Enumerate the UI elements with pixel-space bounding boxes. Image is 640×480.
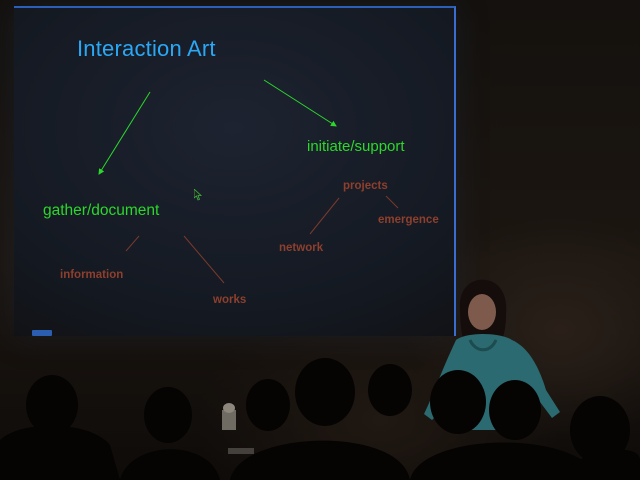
projection-screen: Interaction Art initiate/support gather/… [14,6,456,336]
arrow-to-gather [98,91,151,175]
leaf-projects: projects [343,180,388,192]
podium-lamp [222,403,236,430]
slide-nav-icon [32,330,52,336]
mouse-pointer-icon [194,189,202,201]
leaf-emergence: emergence [378,214,439,226]
leaf-information: information [60,269,124,281]
speaker-face [468,294,496,330]
leaf-works: works [213,294,247,306]
branch-gather-document: gather/document [43,202,160,219]
table-paper [228,448,254,454]
link-information [125,235,140,252]
branch-initiate-support: initiate/support [307,138,405,155]
slide-arrows [98,79,399,284]
link-works [183,235,225,284]
arrow-to-initiate [263,79,337,127]
link-network [309,197,340,235]
slide-title: Interaction Art [77,36,216,61]
link-emergence [385,195,399,209]
leaf-network: network [279,242,324,254]
